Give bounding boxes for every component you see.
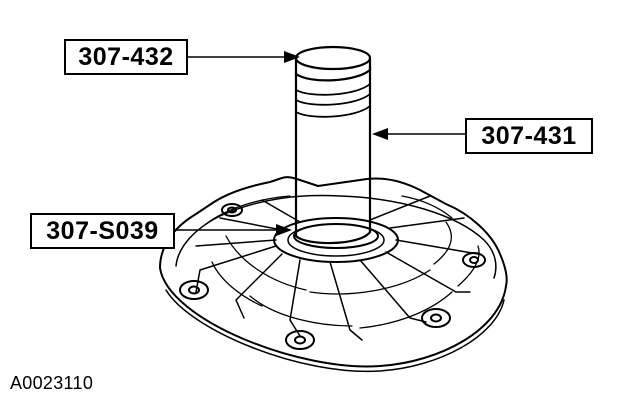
- leader-line-s039: [174, 224, 292, 236]
- cylinder-top-cap: [294, 45, 372, 82]
- installer-cylinder: [294, 64, 372, 245]
- figure-id: A0023110: [10, 373, 94, 393]
- callout-307-432: 307-432: [64, 39, 188, 75]
- leader-line-432: [187, 51, 300, 63]
- callout-307-431: 307-431: [465, 118, 593, 154]
- callout-307-s039: 307-S039: [30, 213, 175, 249]
- seal-ring: [293, 223, 379, 249]
- pump-housing: [159, 176, 508, 373]
- leader-line-431: [372, 128, 466, 140]
